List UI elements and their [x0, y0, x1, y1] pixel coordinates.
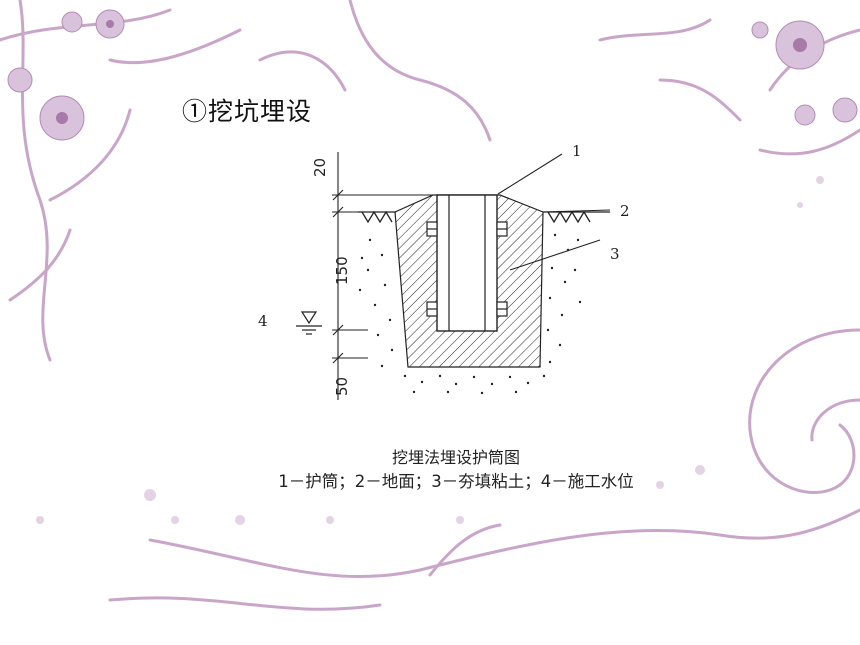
- diagram-caption: 挖埋法埋设护筒图: [391, 448, 520, 467]
- casing-diagram: 20 150 50 1 2 3 4: [258, 142, 630, 400]
- callout-2: 2: [620, 202, 630, 220]
- dimension-50: 50: [333, 377, 351, 396]
- casing-tube: [436, 194, 498, 332]
- callout-1: 1: [572, 142, 582, 160]
- callout-3: 3: [610, 245, 620, 263]
- dimension-150: 150: [333, 256, 351, 285]
- diagram-legend: 1－护筒；2－地面；3－夯填粘土；4－施工水位: [278, 472, 634, 491]
- dimension-20: 20: [311, 158, 329, 177]
- water-level-icon: [296, 311, 322, 335]
- slide-heading: ①挖坑埋设: [182, 97, 313, 126]
- soil-stipple: [358, 233, 582, 395]
- callout-4: 4: [258, 312, 268, 330]
- dimension-chain: [332, 152, 433, 400]
- callout-leaders: [497, 153, 611, 271]
- casing-lugs: [426, 221, 508, 317]
